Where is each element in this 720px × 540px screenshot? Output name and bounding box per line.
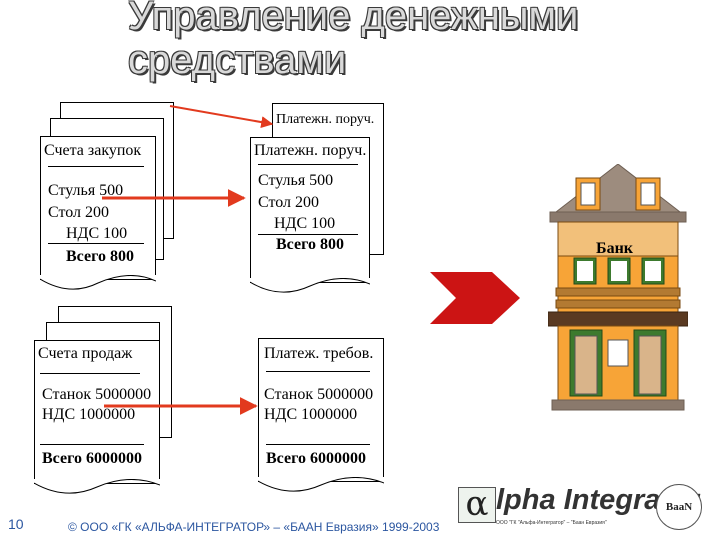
- payment-order-back-label: Платежн. поруч.: [276, 112, 375, 127]
- bank-building: [548, 164, 688, 411]
- payment-request-doc: [258, 338, 384, 492]
- alpha-logo-icon: α: [458, 487, 496, 523]
- purchase-doc: [40, 136, 156, 290]
- slide-title: Управление денежными средствами: [128, 0, 579, 82]
- purchase-total: Всего 800: [66, 248, 134, 265]
- payment-order-line-1: Стулья 500: [258, 172, 334, 189]
- page-number: 10: [8, 516, 24, 532]
- footer-copyright: © ООО «ГК «АЛЬФА-ИНТЕГРАТОР» – «БААН Евр…: [68, 520, 440, 534]
- payment-order-header: Платежн. поруч.: [254, 142, 367, 159]
- sales-header-rule: [40, 373, 140, 374]
- payment-request-header: Платеж. требов.: [264, 345, 374, 362]
- bank-label: Банк: [596, 240, 634, 257]
- arrow-top: [169, 105, 274, 129]
- payment-order-total-rule: [258, 234, 358, 235]
- sales-total-rule: [40, 444, 144, 445]
- sales-header: Счета продаж: [38, 345, 133, 362]
- payment-request-line-2: НДС 1000000: [264, 406, 358, 423]
- purchase-line-2: Стол 200: [48, 204, 110, 221]
- sales-line-2: НДС 1000000: [42, 406, 136, 423]
- baan-logo-icon: BaaN: [656, 484, 702, 530]
- purchase-line-3: НДС 100: [66, 225, 128, 242]
- sales-line-1: Станок 5000000: [42, 386, 152, 403]
- payment-request-total: Всего 6000000: [266, 450, 366, 467]
- purchase-header: Счета закупок: [44, 142, 142, 159]
- payment-order-total: Всего 800: [276, 236, 344, 253]
- payment-request-header-rule: [266, 371, 370, 372]
- sales-doc: [34, 340, 160, 494]
- purchase-header-rule: [48, 166, 144, 167]
- big-chevron-arrow: [430, 272, 520, 324]
- payment-request-total-rule: [266, 444, 370, 445]
- payment-order-header-rule: [258, 164, 358, 165]
- purchase-total-rule: [48, 243, 144, 244]
- payment-request-line-1: Станок 5000000: [264, 386, 374, 403]
- payment-order-line-2: Стол 200: [258, 194, 320, 211]
- logo-subtext: ООО "ГК "Альфа-Интегратор" – "Баан Евраз…: [496, 520, 607, 526]
- payment-order-line-3: НДС 100: [274, 215, 336, 232]
- purchase-line-1: Стулья 500: [48, 182, 124, 199]
- sales-total: Всего 6000000: [42, 450, 142, 467]
- payment-order-doc: [250, 137, 370, 293]
